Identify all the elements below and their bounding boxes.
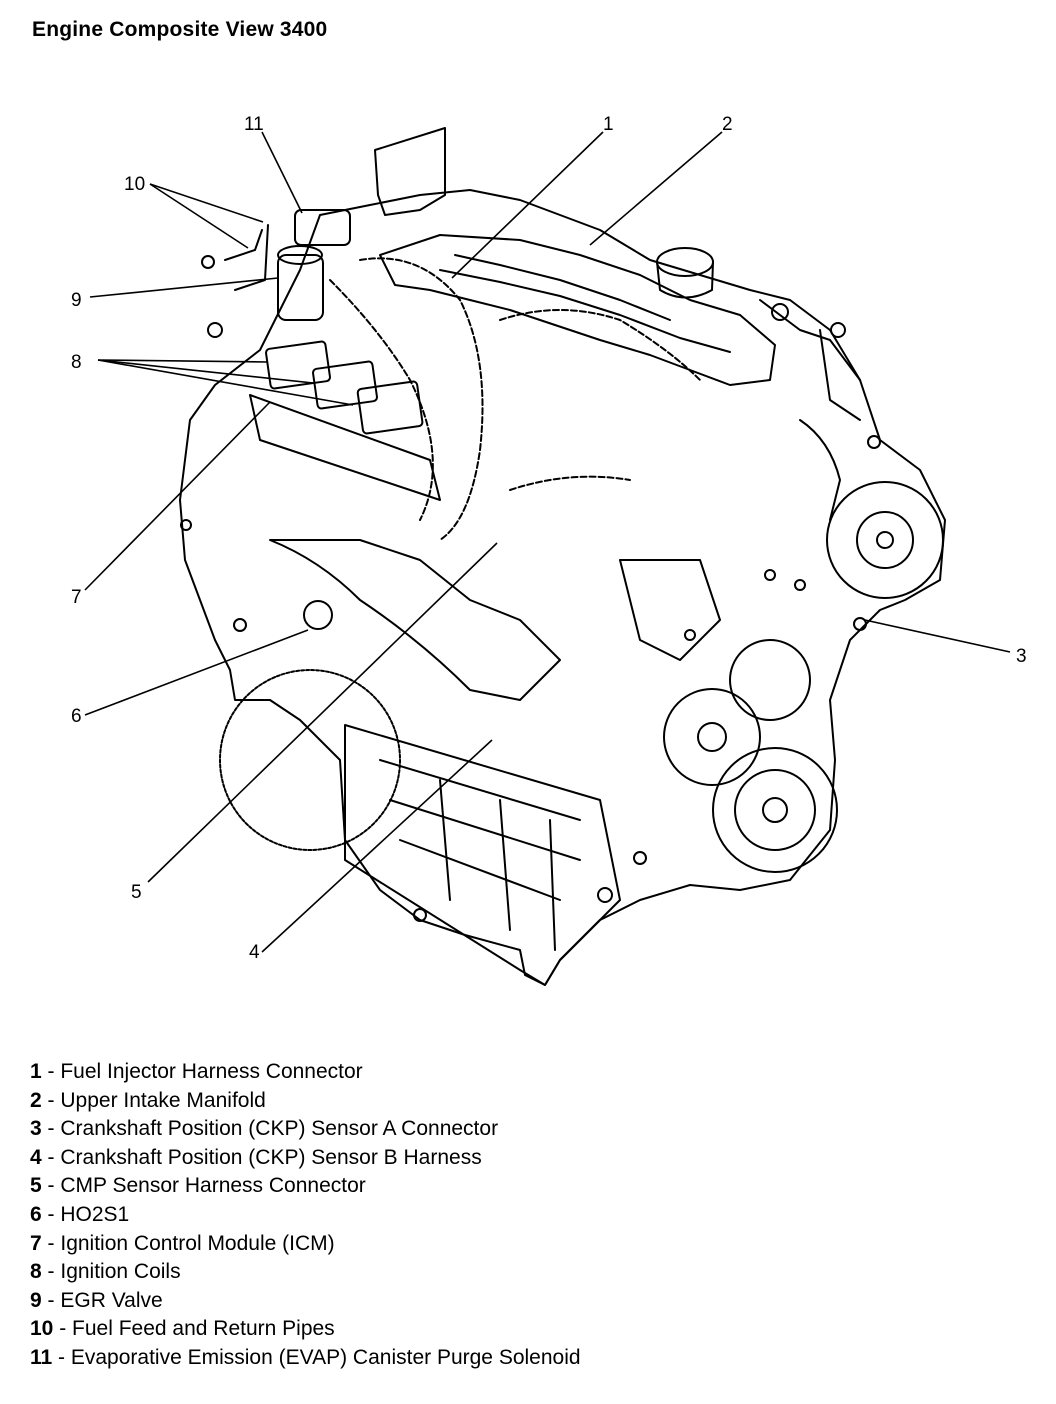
- legend-label: Crankshaft Position (CKP) Sensor B Harne…: [60, 1145, 482, 1169]
- legend-number: 9: [30, 1288, 42, 1312]
- legend-label: Crankshaft Position (CKP) Sensor A Conne…: [60, 1117, 499, 1141]
- legend-item: 1 - Fuel Injector Harness Connector: [30, 1058, 1030, 1087]
- legend-item: 10 - Fuel Feed and Return Pipes: [30, 1315, 1030, 1344]
- oil-filler-cap: [656, 247, 714, 277]
- legend-separator: -: [41, 1060, 61, 1083]
- legend-item: 4 - Crankshaft Position (CKP) Sensor B H…: [30, 1144, 1030, 1173]
- ignition-coil: [312, 360, 378, 410]
- legend-item: 7 - Ignition Control Module (ICM): [30, 1230, 1030, 1259]
- legend: 1 - Fuel Injector Harness Connector 2 - …: [30, 1058, 1030, 1373]
- ignition-coil: [265, 340, 331, 390]
- legend-label: Evaporative Emission (EVAP) Canister Pur…: [70, 1345, 581, 1369]
- legend-number: 11: [30, 1345, 53, 1369]
- legend-label: CMP Sensor Harness Connector: [60, 1174, 366, 1198]
- bracket: [374, 127, 446, 216]
- legend-number: 10: [30, 1317, 54, 1341]
- legend-number: 4: [30, 1145, 42, 1169]
- legend-separator: -: [41, 1231, 61, 1255]
- callout-number-7: 7: [71, 587, 82, 608]
- legend-number: 5: [30, 1174, 42, 1198]
- legend-separator: -: [53, 1317, 73, 1341]
- legend-number: 1: [30, 1060, 42, 1083]
- legend-label: HO2S1: [60, 1202, 130, 1226]
- crank-pulley: [712, 747, 838, 873]
- legend-item: 9 - EGR Valve: [30, 1287, 1030, 1316]
- legend-item: 8 - Ignition Coils: [30, 1258, 1030, 1287]
- legend-item: 3 - Crankshaft Position (CKP) Sensor A C…: [30, 1115, 1030, 1144]
- callout-number-11: 11: [244, 114, 264, 135]
- callout-number-6: 6: [71, 706, 82, 727]
- legend-separator: -: [52, 1345, 71, 1369]
- legend-separator: -: [41, 1088, 61, 1112]
- legend-number: 8: [30, 1260, 42, 1284]
- legend-number: 2: [30, 1088, 42, 1112]
- legend-separator: -: [41, 1260, 61, 1284]
- callout-number-10: 10: [124, 174, 145, 195]
- evap-solenoid: [294, 209, 351, 246]
- upper-intake-manifold: [379, 234, 776, 386]
- legend-label: Ignition Coils: [60, 1260, 181, 1284]
- alternator-pulley: [826, 481, 944, 599]
- callout-number-2: 2: [722, 114, 733, 135]
- legend-number: 6: [30, 1202, 42, 1226]
- callout-number-4: 4: [249, 942, 260, 963]
- ignition-coil: [356, 380, 424, 435]
- legend-label: Ignition Control Module (ICM): [60, 1231, 335, 1255]
- page-title: Engine Composite View 3400: [32, 18, 328, 41]
- legend-label: Fuel Injector Harness Connector: [60, 1060, 363, 1083]
- legend-item: 2 - Upper Intake Manifold: [30, 1087, 1030, 1116]
- legend-label: Fuel Feed and Return Pipes: [72, 1317, 335, 1341]
- legend-separator: -: [41, 1117, 61, 1141]
- callout-number-1: 1: [603, 114, 614, 135]
- oil-pan: [344, 724, 621, 986]
- wiring-harness: [359, 257, 484, 541]
- callout-number-3: 3: [1016, 646, 1027, 667]
- legend-item: 11 - Evaporative Emission (EVAP) Caniste…: [30, 1344, 1030, 1373]
- callout-number-5: 5: [131, 882, 142, 903]
- legend-label: EGR Valve: [60, 1288, 163, 1312]
- legend-separator: -: [41, 1174, 61, 1198]
- callout-number-9: 9: [71, 290, 82, 311]
- callout-number-8: 8: [71, 352, 82, 373]
- legend-number: 3: [30, 1117, 42, 1141]
- legend-separator: -: [41, 1288, 61, 1312]
- egr-valve: [277, 254, 324, 321]
- engine-illustration: 1 2 3 4 5 6 7 8 9 10 11: [71, 114, 1027, 986]
- legend-separator: -: [41, 1202, 61, 1226]
- legend-number: 7: [30, 1231, 42, 1255]
- legend-label: Upper Intake Manifold: [60, 1088, 266, 1112]
- legend-item: 5 - CMP Sensor Harness Connector: [30, 1172, 1030, 1201]
- legend-separator: -: [41, 1145, 61, 1169]
- idler-pulley: [663, 688, 761, 786]
- flywheel: [219, 669, 401, 851]
- legend-item: 6 - HO2S1: [30, 1201, 1030, 1230]
- engine-outline: [179, 189, 946, 986]
